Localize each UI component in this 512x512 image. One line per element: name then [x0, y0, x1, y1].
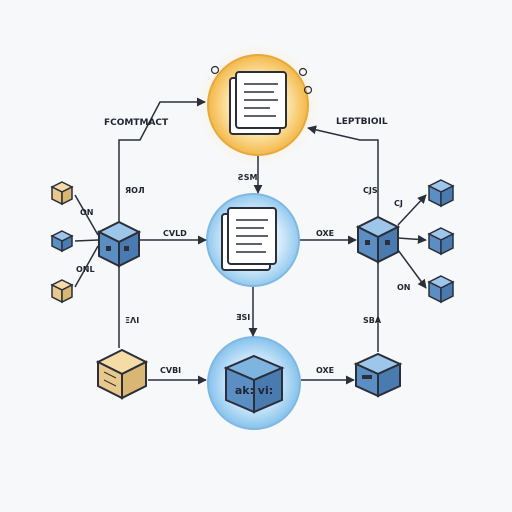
bottom-cube-node[interactable]: ak: vi: [207, 336, 301, 430]
left-small-cube-bottom[interactable] [50, 279, 74, 304]
label-right-vertical-bottom: SBA [363, 316, 382, 325]
label-left-vertical-top: ЯОЛ [125, 186, 145, 195]
middle-document-node[interactable] [206, 193, 300, 287]
label-right-node-lower: ON [397, 283, 411, 292]
top-document-node[interactable] [207, 54, 313, 156]
cube-icon: ak: vi: [223, 354, 285, 414]
left-hub-server[interactable] [96, 220, 142, 268]
label-center-vertical-top: ƧSM [238, 173, 258, 182]
label-center-vertical-bottom: ƎSI [236, 313, 250, 322]
label-left-vertical-bottom: ΞΛI [125, 316, 139, 325]
left-small-cube-mid[interactable] [50, 230, 74, 253]
right-small-cube-mid[interactable] [427, 227, 455, 256]
label-top-right: LEPTBIOIL [336, 117, 388, 127]
bottom-right-machine[interactable] [353, 352, 403, 398]
left-small-cube-top[interactable] [50, 181, 74, 206]
label-left-node-lower: ONL [76, 265, 95, 274]
label-bottom-right: OXE [316, 366, 334, 375]
document-stack-icon [210, 65, 313, 135]
document-stack-icon [221, 207, 277, 271]
bottom-left-machine[interactable] [95, 348, 149, 400]
label-top-left: FCOMTMACT [104, 118, 169, 128]
label-right-vertical-top: CJS [363, 186, 378, 195]
right-small-cube-bottom[interactable] [427, 275, 455, 304]
label-left-mid: CVLD [163, 229, 187, 238]
label-right-node-upper: CJ [394, 199, 403, 208]
cube-text: ak: vi: [235, 384, 273, 397]
edge-labels: FCOMTMACT LEPTBIOIL CVLD OXE CVBI OXE ЯО… [76, 117, 411, 375]
label-bottom-left: CVBI [160, 366, 181, 375]
right-small-cube-top[interactable] [427, 179, 455, 208]
right-hub-server[interactable] [355, 215, 401, 264]
label-left-node-upper: ON [80, 208, 94, 217]
label-center-right: OXE [316, 229, 334, 238]
connectors [74, 97, 427, 385]
